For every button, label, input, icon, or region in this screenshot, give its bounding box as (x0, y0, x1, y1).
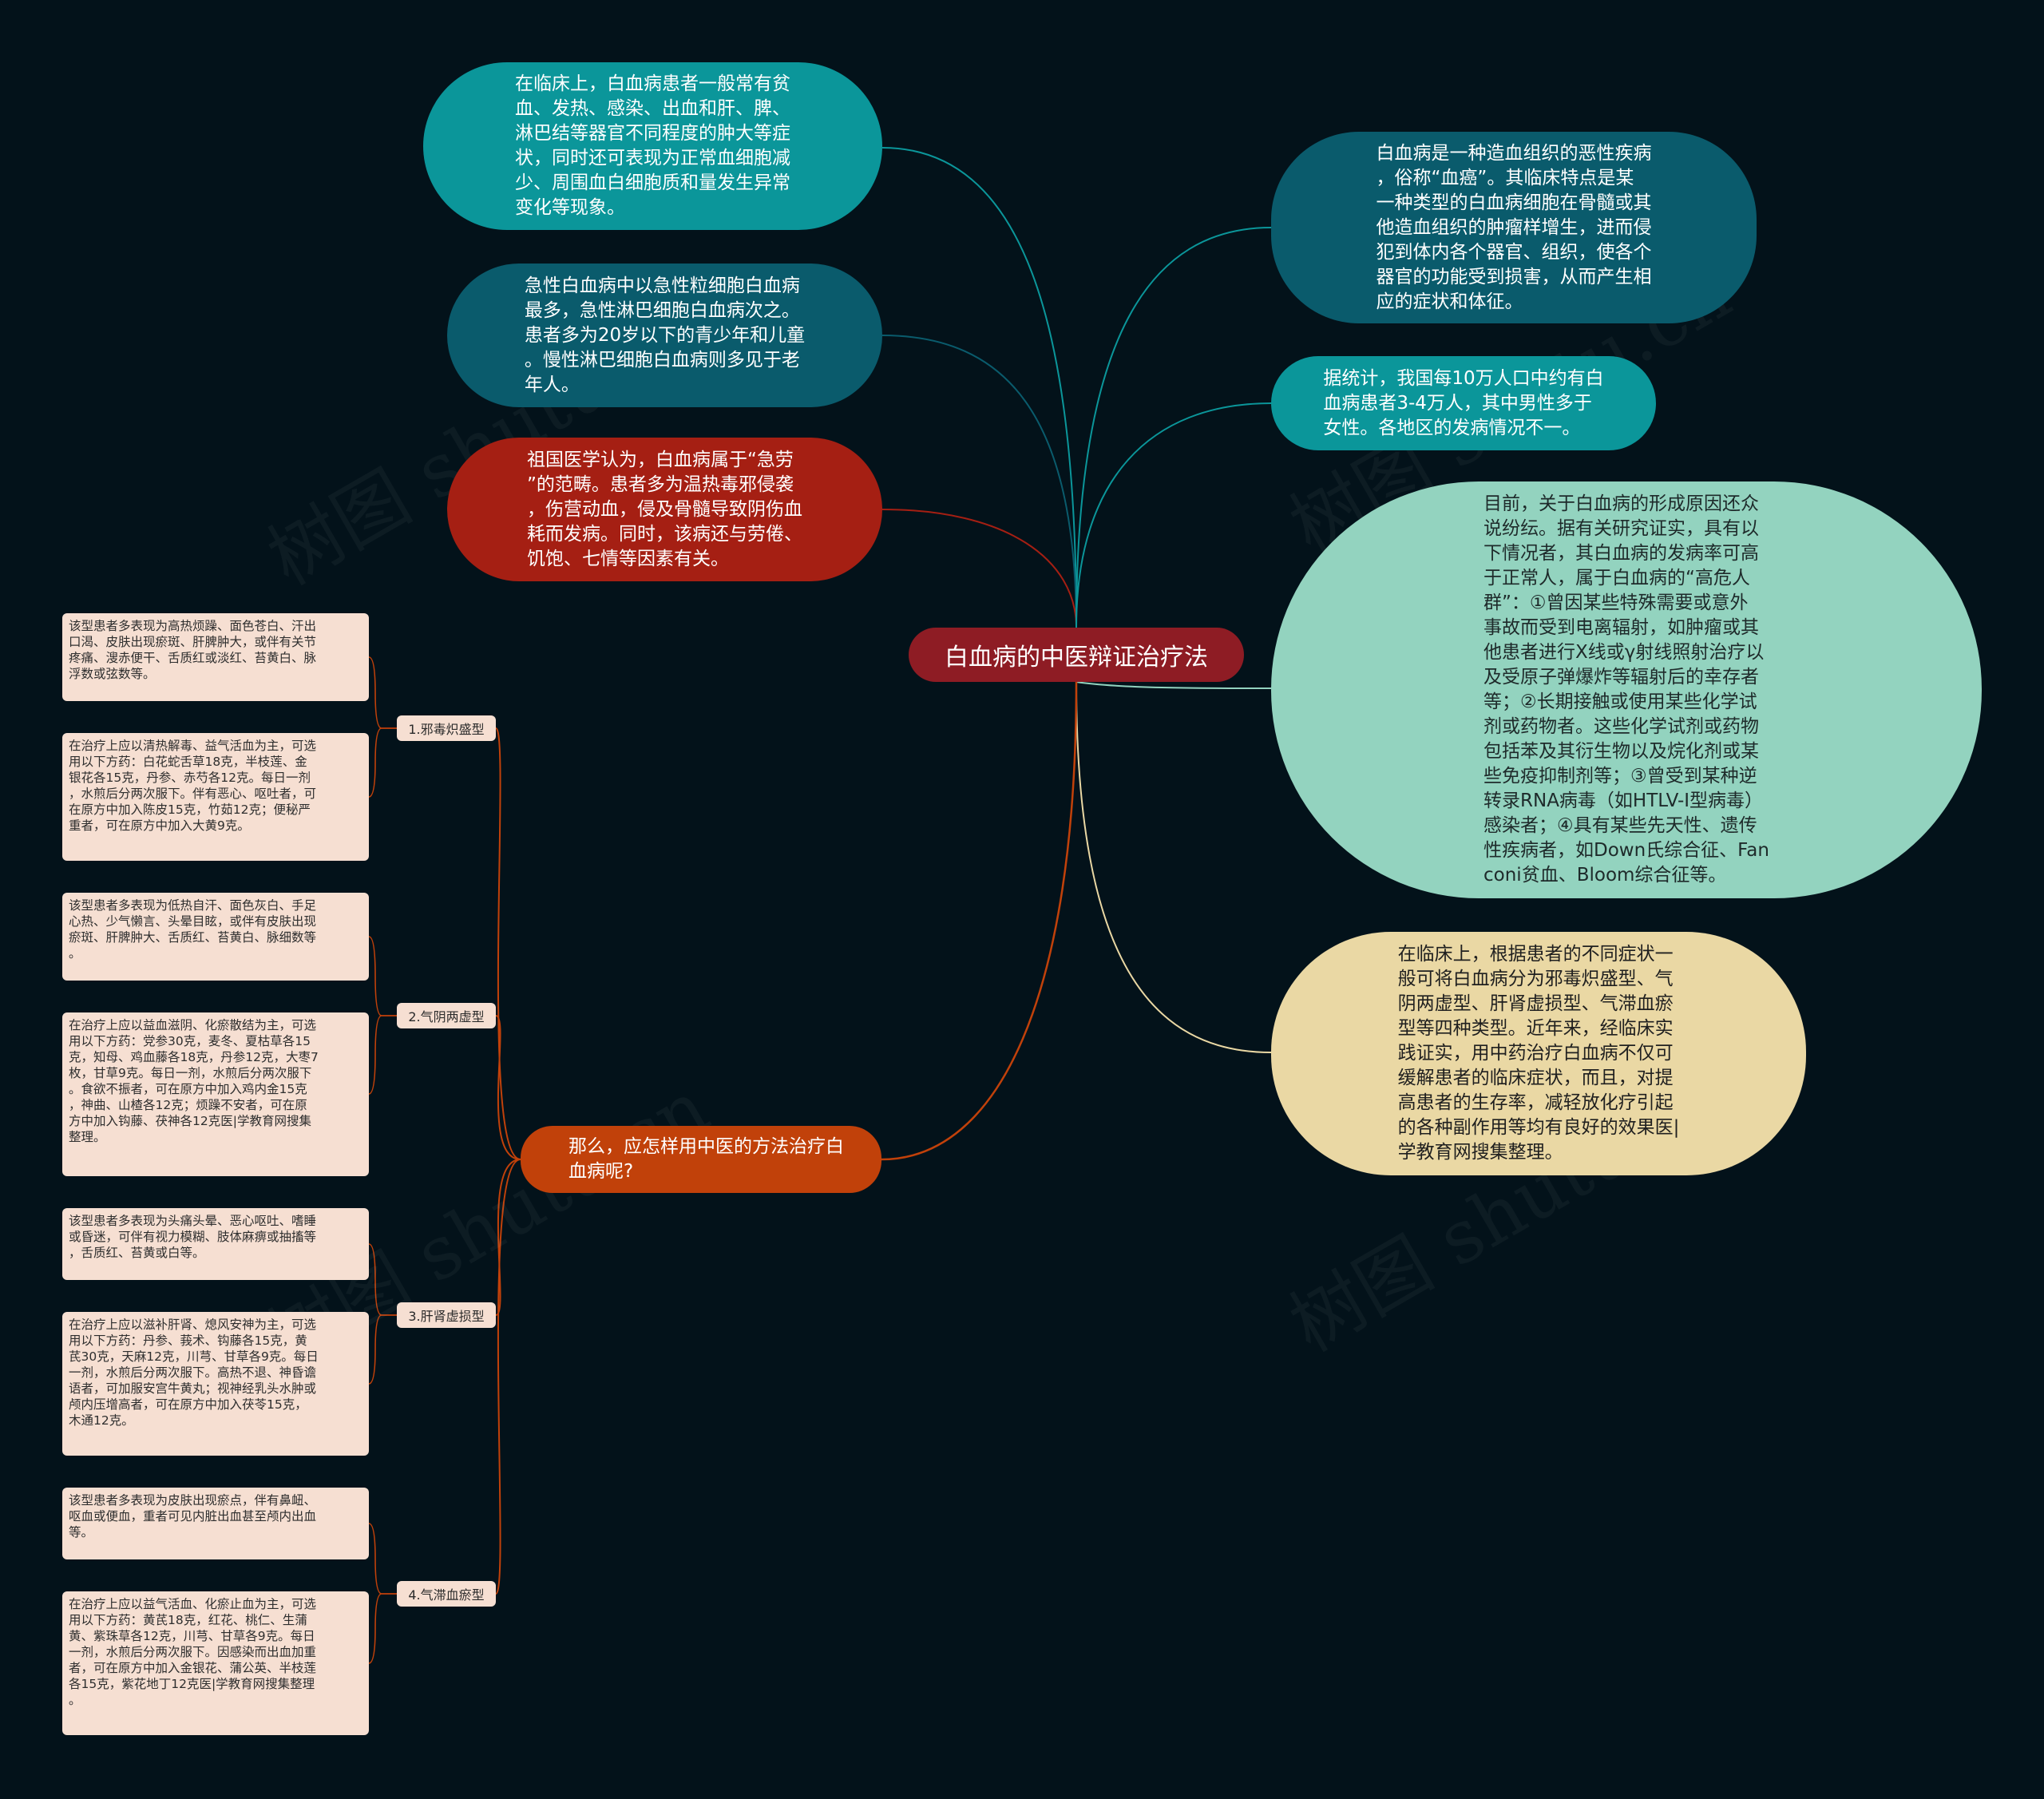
type-label-qi-yin-deficiency[interactable]: 2.气阴两虚型 (397, 1003, 496, 1028)
link-type-1 (495, 727, 521, 1160)
center-topic[interactable]: 白血病的中医辩证治疗法 (909, 628, 1244, 682)
left-node-types[interactable]: 急性白血病中以急性粒细胞白血病 最多，急性淋巴细胞白血病次之。 患者多为20岁以… (447, 264, 882, 407)
leaf-symptoms-type1: 该型患者多表现为高热烦躁、面色苍白、汗出 口渴、皮肤出现瘀斑、肝脾肿大，或伴有关… (62, 613, 369, 701)
link-leaf-3-1 (368, 1243, 397, 1316)
link-left-tcm (881, 509, 1077, 628)
leaf-treatment-type4: 在治疗上应以益气活血、化瘀止血为主，可选 用以下方药：黄芪18克，红花、桃仁、生… (62, 1591, 369, 1735)
left-node-text: 祖国医学认为，白血病属于“急劳 ”的范畴。患者多为温热毒邪侵袭 ，伤营动血，侵及… (527, 449, 802, 569)
right-node-text: 白血病是一种造血组织的恶性疾病 ，俗称“血癌”。其临床特点是某 一种类型的白血病… (1376, 142, 1652, 312)
leaf-symptoms-type4: 该型患者多表现为皮肤出现瘀点，伴有鼻衄、 呕血或便血，重者可见内脏出血甚至颅内出… (62, 1488, 369, 1559)
left-node-text: 在临床上，白血病患者一般常有贫 血、发热、感染、出血和肝、脾、 淋巴结等器官不同… (515, 73, 790, 218)
link-branch (881, 681, 1078, 1161)
right-node-text: 据统计，我国每10万人口中约有白 血病患者3-4万人，其中男性多于 女性。各地区… (1323, 367, 1604, 438)
right-node-causes[interactable]: 目前，关于白血病的形成原因还众 说纷纭。据有关研究证实，具有以 下情况者，其白血… (1271, 481, 1982, 898)
type-label-liver-kidney[interactable]: 3.肝肾虚损型 (397, 1302, 496, 1328)
link-type-2 (495, 1015, 521, 1160)
link-leaf-1-1 (368, 656, 397, 729)
link-right-statistics (1075, 402, 1272, 628)
leaf-treatment-type1: 在治疗上应以清热解毒、益气活血为主，可选 用以下方药：白花蛇舌草18克，半枝莲、… (62, 733, 369, 861)
link-type-3 (495, 1159, 521, 1316)
right-node-text: 目前，关于白血病的形成原因还众 说纷纭。据有关研究证实，具有以 下情况者，其白血… (1483, 493, 1769, 886)
link-leaf-3-2 (368, 1314, 397, 1385)
leaf-symptoms-type3: 该型患者多表现为头痛头晕、恶心呕吐、嗜睡 或昏迷，可伴有视力模糊、肢体麻痹或抽搐… (62, 1208, 369, 1280)
link-left-symptoms (881, 147, 1077, 628)
leaf-symptoms-type2: 该型患者多表现为低热自汗、面色灰白、手足 心热、少气懒言、头晕目眩，或伴有皮肤出… (62, 893, 369, 981)
right-node-classification[interactable]: 在临床上，根据患者的不同症状一 般可将白血病分为邪毒炽盛型、气 阴两虚型、肝肾虚… (1271, 932, 1806, 1175)
left-node-tcm-view[interactable]: 祖国医学认为，白血病属于“急劳 ”的范畴。患者多为温热毒邪侵袭 ，伤营动血，侵及… (447, 438, 882, 581)
right-node-definition[interactable]: 白血病是一种造血组织的恶性疾病 ，俗称“血癌”。其临床特点是某 一种类型的白血病… (1271, 132, 1757, 323)
link-leaf-4-1 (368, 1523, 397, 1595)
type-label-toxic-heat[interactable]: 1.邪毒炽盛型 (397, 715, 496, 741)
leaf-treatment-type3: 在治疗上应以滋补肝肾、熄风安神为主，可选 用以下方药：丹参、莪术、钩藤各15克，… (62, 1312, 369, 1456)
link-right-definition (1075, 227, 1272, 628)
link-leaf-4-2 (368, 1593, 397, 1664)
type-label-qi-stagnation[interactable]: 4.气滞血瘀型 (397, 1581, 496, 1607)
branch-treatment-question[interactable]: 那么，应怎样用中医的方法治疗白 血病呢? (521, 1126, 881, 1193)
leaf-treatment-type2: 在治疗上应以益血滋阴、化瘀散结为主，可选 用以下方药：党参30克，麦冬、夏枯草各… (62, 1012, 369, 1176)
left-node-symptoms[interactable]: 在临床上，白血病患者一般常有贫 血、发热、感染、出血和肝、脾、 淋巴结等器官不同… (423, 62, 882, 230)
link-type-4 (495, 1159, 521, 1595)
right-node-text: 在临床上，根据患者的不同症状一 般可将白血病分为邪毒炽盛型、气 阴两虚型、肝肾虚… (1397, 944, 1680, 1163)
link-right-causes (1075, 681, 1272, 689)
branch-text: 那么，应怎样用中医的方法治疗白 血病呢? (568, 1136, 844, 1182)
link-leaf-2-1 (368, 936, 397, 1016)
link-leaf-1-2 (368, 727, 397, 798)
link-leaf-2-2 (368, 1015, 397, 1095)
link-right-classification (1075, 681, 1272, 1053)
left-node-text: 急性白血病中以急性粒细胞白血病 最多，急性淋巴细胞白血病次之。 患者多为20岁以… (524, 275, 806, 395)
right-node-statistics[interactable]: 据统计，我国每10万人口中约有白 血病患者3-4万人，其中男性多于 女性。各地区… (1271, 356, 1656, 450)
link-left-types (881, 335, 1077, 628)
center-topic-label: 白血病的中医辩证治疗法 (945, 644, 1208, 672)
